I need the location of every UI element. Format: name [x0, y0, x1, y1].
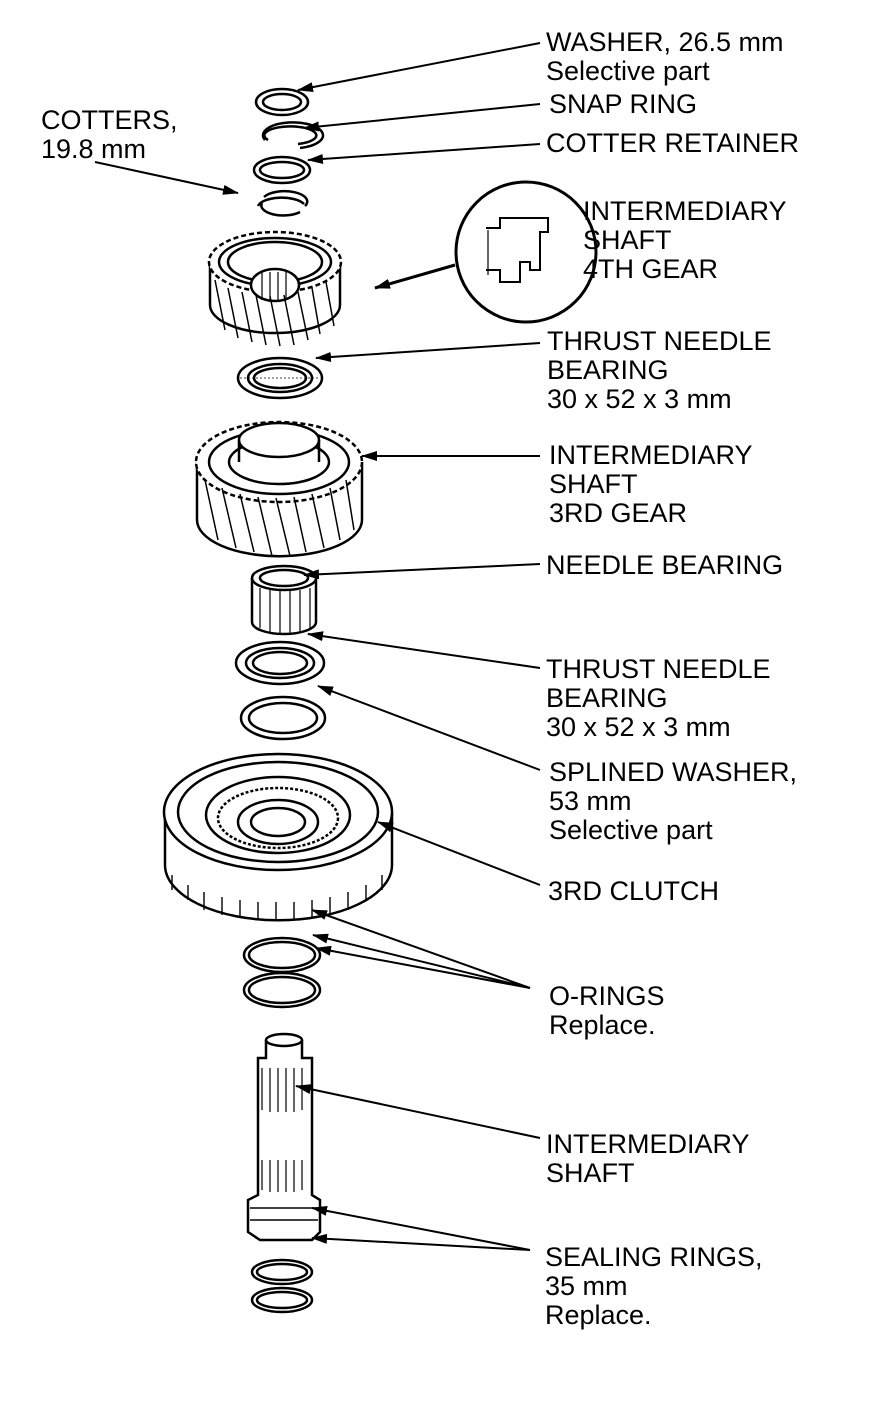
intermediary-shaft-part [246, 1032, 322, 1242]
label-cotters-line-2: 19.8 mm [41, 134, 147, 164]
label-washer-line-1: WASHER, 26.5 mm [546, 27, 784, 57]
leader-needle-bearing [303, 563, 541, 580]
leader-o-ring-1 [312, 933, 531, 989]
fourth-gear-detail-inset [454, 180, 598, 324]
label-cotters-line-1: COTTERS, [41, 105, 178, 135]
leader-intermediary-shaft [295, 1084, 541, 1139]
splined-washer-part [239, 695, 327, 741]
label-third-gear-line-1: INTERMEDIARY [549, 440, 753, 470]
label-splined-washer-line-1: SPLINED WASHER, [549, 757, 798, 787]
label-fourth-gear-line-2: SHAFT [583, 225, 672, 255]
sealing-rings-part [250, 1258, 314, 1314]
thrust-needle-bearing-top-part [236, 356, 324, 400]
label-thrust-needle-bearing-top-line-1: THRUST NEEDLE [547, 326, 772, 356]
leader-thrust-needle-top [315, 342, 541, 362]
label-intermediary-shaft-line-2: SHAFT [546, 1158, 635, 1188]
label-snap-ring: SNAP RING [549, 90, 697, 119]
label-thrust-needle-bearing-bottom-line-2: BEARING [546, 683, 668, 713]
label-third-gear-line-3: 3RD GEAR [549, 498, 688, 528]
label-sealing-rings-line-1: SEALING RINGS, [545, 1242, 763, 1272]
needle-bearing-part [250, 564, 318, 636]
label-needle-bearing-line-1: NEEDLE BEARING [546, 550, 784, 580]
leader-fourth-gear [374, 263, 456, 290]
fourth-gear-part [207, 230, 343, 347]
label-splined-washer-line-2: 53 mm [549, 786, 632, 816]
label-splined-washer-line-3: Selective part [549, 815, 713, 845]
o-rings-part [242, 936, 322, 1009]
label-thrust-needle-bearing-top-line-2: BEARING [547, 355, 669, 385]
label-washer-line-2: Selective part [546, 56, 710, 86]
label-thrust-needle-bearing-top-line-3: 30 x 52 x 3 mm [547, 384, 732, 414]
leader-sealing-ring-2 [311, 1233, 531, 1251]
thrust-needle-bearing-bottom-part [234, 640, 326, 686]
label-cotter-retainer-line-1: COTTER RETAINER [546, 128, 800, 158]
label-cotter-retainer: COTTER RETAINER [546, 129, 799, 158]
label-o-rings-line-2: Replace. [549, 1010, 656, 1040]
cotters-part [256, 189, 309, 217]
leader-o-ring-2 [315, 945, 531, 989]
label-cotters: COTTERS,19.8 mm [41, 106, 178, 164]
leader-sealing-ring-1 [311, 1205, 531, 1251]
label-intermediary-shaft-line-1: INTERMEDIARY [546, 1129, 750, 1159]
label-needle-bearing: NEEDLE BEARING [546, 551, 783, 580]
label-third-gear-line-2: SHAFT [549, 469, 638, 499]
label-third-clutch: 3RD CLUTCH [548, 877, 719, 906]
leader-third-clutch [377, 821, 541, 886]
leader-splined-washer [317, 685, 541, 771]
label-fourth-gear-line-3: 4TH GEAR [583, 254, 719, 284]
label-third-clutch-line-1: 3RD CLUTCH [548, 876, 720, 906]
leader-snap-ring [303, 103, 541, 132]
leader-thrust-needle-bottom [307, 631, 541, 669]
cotter-retainer-part [252, 155, 312, 185]
third-clutch-part [162, 752, 394, 922]
label-sealing-rings-line-2: 35 mm [545, 1271, 628, 1301]
leader-washer [297, 42, 541, 93]
leader-o-ring-3 [311, 909, 531, 989]
label-thrust-needle-bearing-bottom-line-1: THRUST NEEDLE [546, 654, 771, 684]
washer-part [254, 87, 310, 117]
leader-cotters [94, 161, 239, 195]
label-snap-ring-line-1: SNAP RING [549, 89, 698, 119]
label-sealing-rings-line-3: Replace. [545, 1300, 652, 1330]
label-o-rings-line-1: O-RINGS [549, 981, 665, 1011]
label-thrust-needle-bearing-bottom-line-3: 30 x 52 x 3 mm [546, 712, 731, 742]
third-gear-part [194, 420, 364, 558]
label-fourth-gear-line-1: INTERMEDIARY [583, 196, 787, 226]
leader-cotter-retainer [307, 143, 541, 164]
